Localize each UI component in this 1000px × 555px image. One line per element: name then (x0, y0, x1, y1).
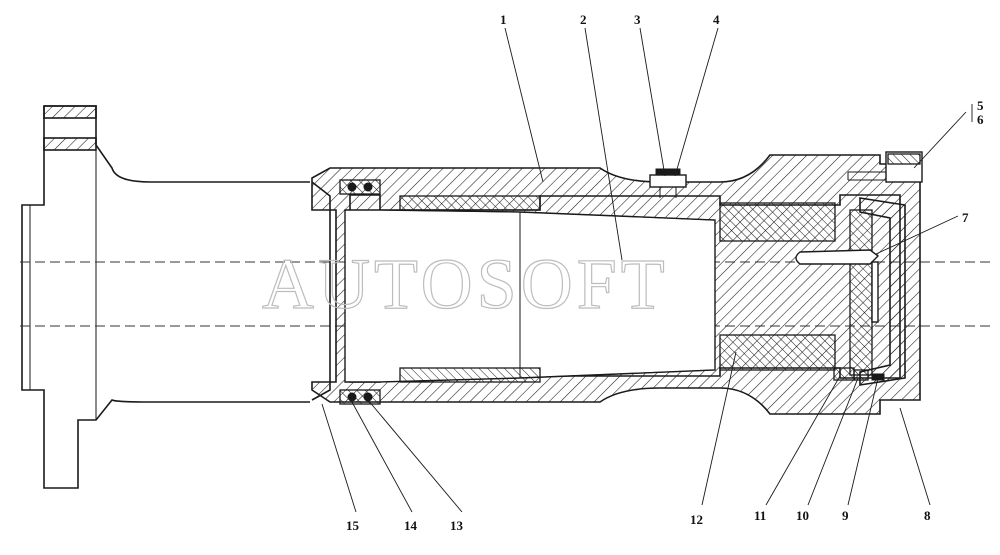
callout-12: 12 (690, 512, 703, 527)
flange-mid-section (43, 137, 97, 151)
callout-4: 4 (713, 12, 720, 27)
bushing-lower (399, 367, 541, 383)
callout-labels: 1 2 3 4 5 6 7 8 9 10 11 12 13 14 15 (346, 12, 984, 533)
watermark: AUTOSOFT (262, 244, 669, 324)
callout-13: 13 (450, 518, 464, 533)
callout-1: 1 (500, 12, 507, 27)
bore-left-face (311, 181, 331, 401)
locking-pin (795, 249, 880, 323)
callout-8: 8 (924, 508, 931, 523)
callout-2: 2 (580, 12, 587, 27)
callout-14: 14 (404, 518, 418, 533)
callout-3: 3 (634, 12, 641, 27)
callout-11: 11 (754, 508, 766, 523)
seal-lower (339, 389, 381, 405)
nut-11 (833, 367, 855, 381)
sleeve-12-upper (719, 202, 836, 242)
seal-upper (339, 179, 381, 195)
cover-bolt (847, 151, 923, 183)
flange-top-section (43, 105, 97, 119)
flange (21, 105, 310, 489)
callout-10: 10 (796, 508, 809, 523)
set-screw (649, 168, 687, 198)
leader-lines (321, 27, 973, 513)
callout-15: 15 (346, 518, 360, 533)
callout-5: 5 (977, 98, 984, 113)
callout-6: 6 (977, 112, 984, 127)
callout-9: 9 (842, 508, 849, 523)
sleeve-12-lower (719, 334, 836, 371)
callout-7: 7 (962, 210, 969, 225)
washer-10 (853, 369, 869, 381)
ring-9 (871, 373, 885, 381)
retaining-plate (849, 209, 873, 376)
bushing-upper (399, 195, 541, 211)
